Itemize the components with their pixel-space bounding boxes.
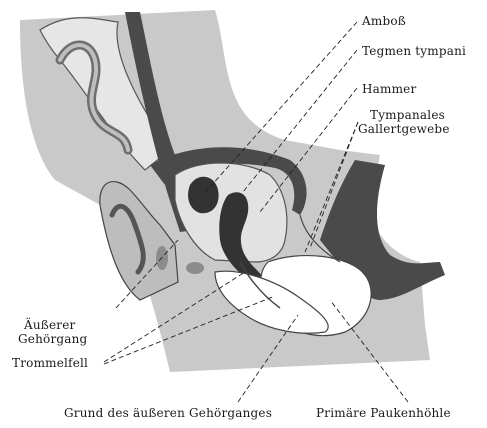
- label-paukenhoehle: Primäre Paukenhöhle: [316, 406, 451, 420]
- label-aeusserer: Äußerer: [24, 318, 76, 332]
- label-tympanales: Tympanales: [370, 108, 445, 122]
- label-trommelfell: Trommelfell: [12, 356, 88, 370]
- label-tegmen-tympani: Tegmen tympani: [362, 44, 466, 58]
- label-grund: Grund des äußeren Gehörganges: [64, 406, 272, 420]
- label-gallertgewebe: Gallertgewebe: [358, 122, 450, 136]
- amboss-ossicle: [188, 177, 219, 213]
- label-gehoergang: Gehörgang: [18, 332, 87, 346]
- label-amboss: Amboß: [362, 14, 406, 28]
- label-hammer: Hammer: [362, 82, 416, 96]
